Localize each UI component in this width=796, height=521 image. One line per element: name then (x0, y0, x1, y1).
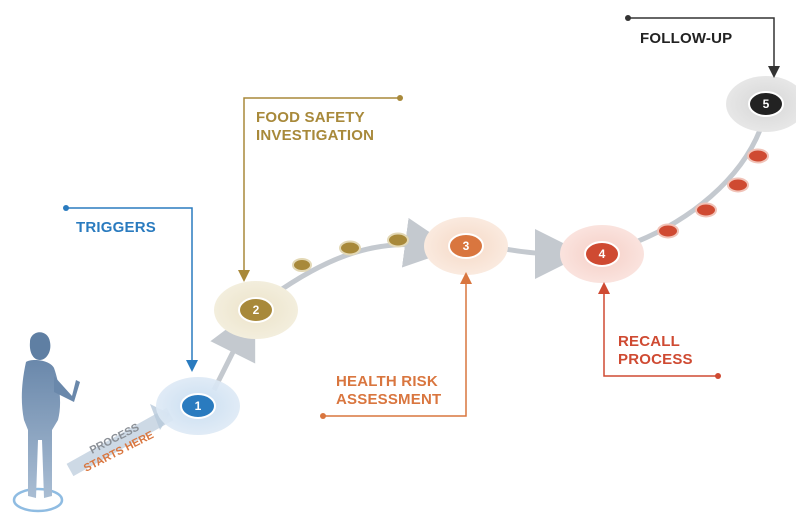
step-3-number: 3 (463, 239, 470, 253)
step-3: 3 (424, 217, 508, 275)
callout-recall-process: RECALL PROCESS (598, 282, 721, 379)
connector-dots-2-3 (292, 232, 409, 272)
triggers-label: TRIGGERS (76, 219, 156, 236)
step-2: 2 (214, 281, 298, 339)
callout-follow-up: FOLLOW-UP (625, 15, 780, 78)
investigation-label-line1: FOOD SAFETY (256, 109, 365, 126)
connector-dots-4-5 (657, 148, 769, 239)
assessment-label-line2: ASSESSMENT (336, 391, 441, 408)
investigation-label-line2: INVESTIGATION (256, 127, 374, 144)
step-1: 1 (156, 377, 240, 435)
step-circle-icon (180, 393, 216, 419)
assessment-label-line1: HEALTH RISK (336, 373, 438, 390)
step-4-number: 4 (599, 247, 606, 261)
step-1-number: 1 (195, 399, 202, 413)
callout-triggers: TRIGGERS (63, 205, 198, 372)
step-2-number: 2 (253, 303, 260, 317)
step-circle-icon (238, 297, 274, 323)
step-circle-icon (748, 91, 784, 117)
callout-food-safety-investigation: FOOD SAFETY INVESTIGATION (238, 95, 403, 282)
start-arrow: PROCESS STARTS HERE (66, 404, 174, 477)
callout-health-risk-assessment: HEALTH RISK ASSESSMENT (320, 272, 472, 419)
followup-label: FOLLOW-UP (640, 30, 732, 47)
process-path (210, 129, 763, 392)
step-5: 5 (726, 76, 796, 132)
recall-label-line2: PROCESS (618, 351, 693, 368)
person-figure-icon (12, 332, 80, 513)
recall-label-line1: RECALL (618, 333, 680, 350)
step-circle-icon (448, 233, 484, 259)
step-5-number: 5 (763, 97, 770, 111)
step-4: 4 (560, 225, 644, 283)
step-circle-icon (584, 241, 620, 267)
